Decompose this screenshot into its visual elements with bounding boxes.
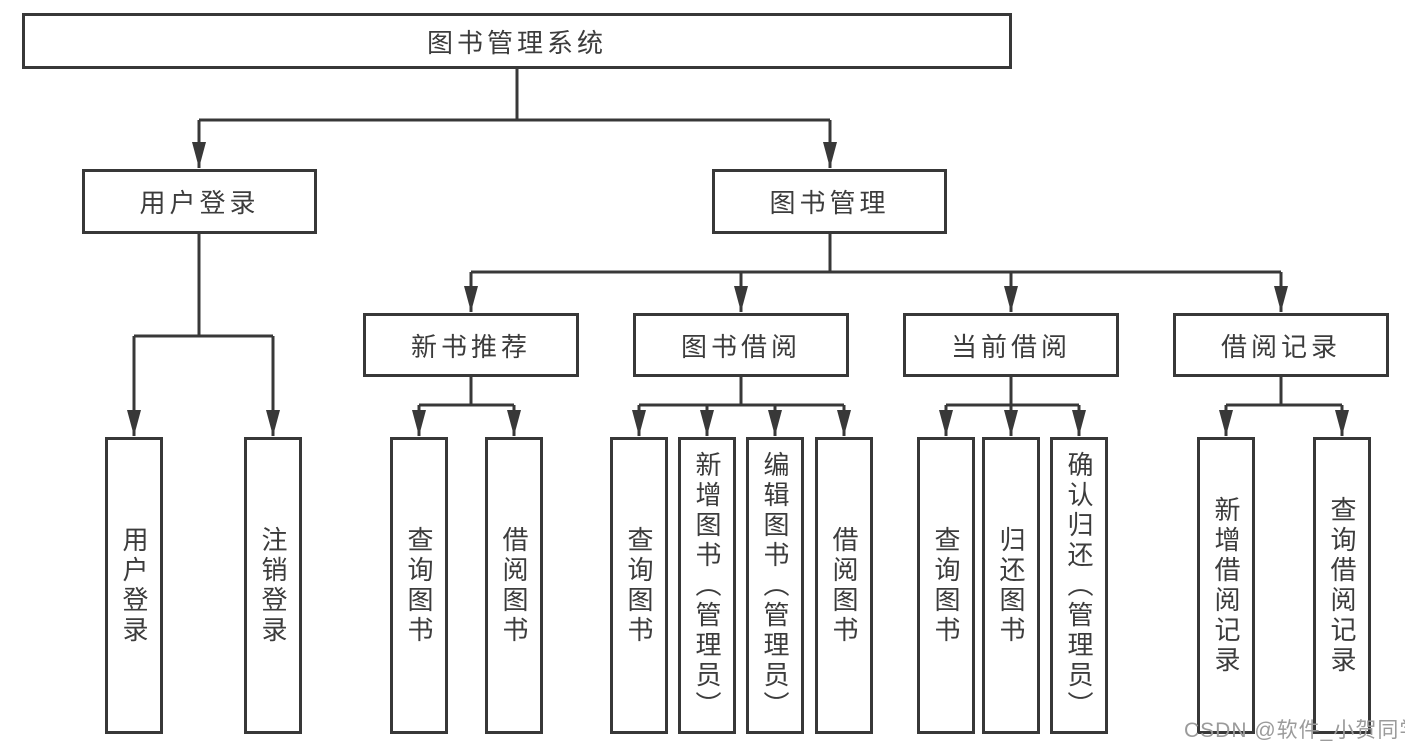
leaf-label: 新增借阅记录 — [1211, 495, 1241, 676]
leaf-label: 借阅图书 — [499, 525, 529, 646]
connector-root-stub — [199, 69, 830, 122]
node-root-library-system: 图书管理系统 — [22, 13, 1012, 69]
leaf-label: 查询图书 — [404, 525, 434, 646]
node-new-book-recommend: 新书推荐 — [363, 313, 579, 377]
leaf-query-books-2: 查询图书 — [610, 437, 668, 734]
leaf-user-login: 用户登录 — [105, 437, 163, 734]
connector-bookmgmt-stub — [471, 234, 1281, 274]
leaf-label: 编辑图书（管理员） — [760, 450, 790, 721]
leaf-label: 注销登录 — [258, 525, 288, 646]
leaf-label: 用户登录 — [119, 525, 149, 646]
leaf-query-books-1: 查询图书 — [390, 437, 448, 734]
leaf-confirm-return-admin: 确认归还（管理员） — [1050, 437, 1108, 734]
node-current-borrowing: 当前借阅 — [903, 313, 1119, 377]
leaf-label: 归还图书 — [996, 525, 1026, 646]
node-user-login: 用户登录 — [82, 169, 317, 234]
leaf-return-books: 归还图书 — [982, 437, 1040, 734]
connector-user-stub — [134, 234, 273, 338]
connector-bookborrow-stub — [639, 377, 844, 407]
leaf-label: 查询图书 — [931, 525, 961, 646]
leaf-add-borrow-record: 新增借阅记录 — [1197, 437, 1255, 734]
leaf-logout: 注销登录 — [244, 437, 302, 734]
leaf-query-books-3: 查询图书 — [917, 437, 975, 734]
connector-group — [127, 69, 1349, 436]
node-borrowing-records: 借阅记录 — [1173, 313, 1389, 377]
leaf-borrow-books-2: 借阅图书 — [815, 437, 873, 734]
node-book-management: 图书管理 — [712, 169, 947, 234]
connector-currentborrow-stub — [946, 377, 1079, 407]
leaf-label: 确认归还（管理员） — [1064, 450, 1094, 721]
leaf-add-books-admin: 新增图书（管理员） — [678, 437, 736, 734]
watermark: CSDN @软件_小贺同学 — [1184, 719, 1405, 742]
leaf-label: 查询图书 — [624, 525, 654, 646]
node-book-borrowing: 图书借阅 — [633, 313, 849, 377]
connector-newbooks-stub — [419, 377, 514, 407]
leaf-borrow-books-1: 借阅图书 — [485, 437, 543, 734]
leaf-label: 新增图书（管理员） — [692, 450, 722, 721]
connector-records-stub — [1226, 377, 1342, 407]
leaf-query-borrow-record: 查询借阅记录 — [1313, 437, 1371, 734]
leaf-edit-books-admin: 编辑图书（管理员） — [746, 437, 804, 734]
leaf-label: 查询借阅记录 — [1327, 495, 1357, 676]
leaf-label: 借阅图书 — [829, 525, 859, 646]
